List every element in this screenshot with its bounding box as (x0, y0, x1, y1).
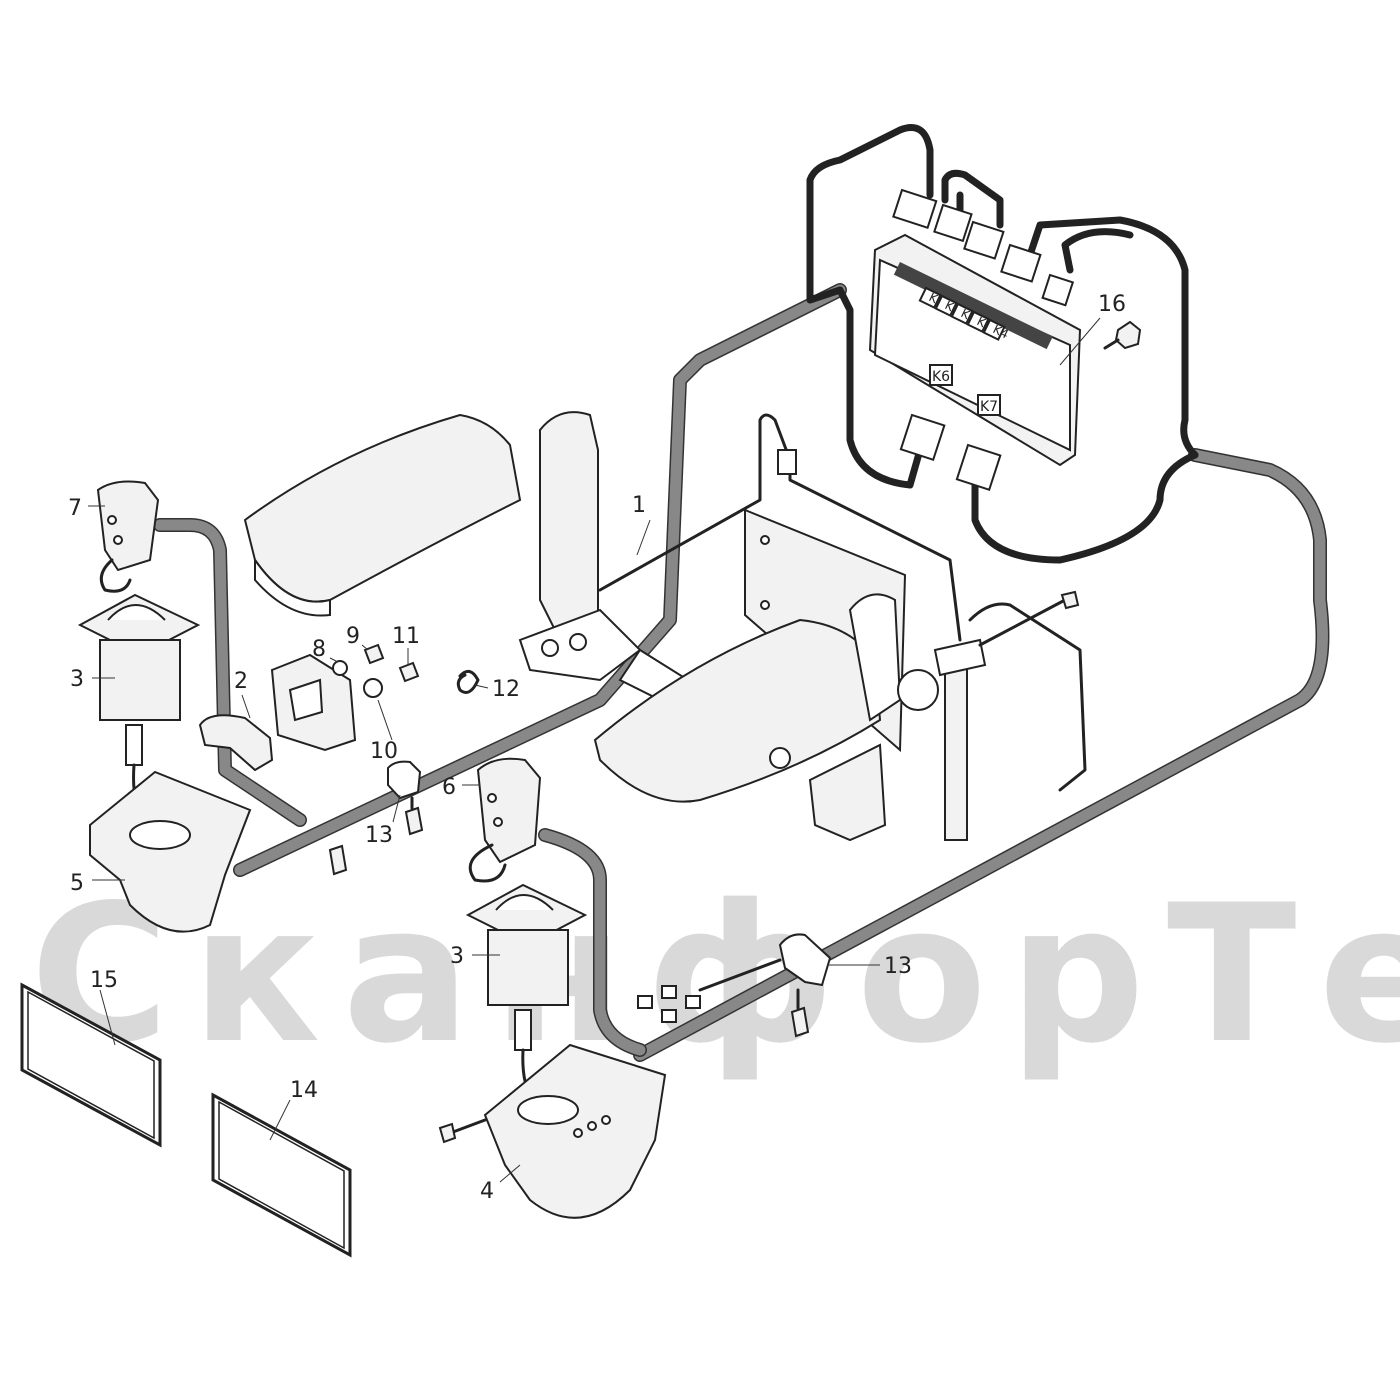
connector (1000, 243, 1042, 283)
callout-5: 5 (70, 871, 84, 896)
label-k6: K6 (932, 369, 950, 385)
watermark-text: СканфорТек (30, 864, 1400, 1085)
label-k7: K7 (980, 399, 998, 415)
connector (777, 449, 797, 475)
label-k4: K4 (991, 322, 1011, 341)
callout-2: 2 (234, 669, 248, 694)
leader-lines (88, 317, 1101, 1183)
callout-12: 12 (492, 677, 520, 702)
bolt-16 (1103, 320, 1142, 350)
connector (955, 443, 1002, 492)
grey-harness (153, 283, 1330, 1062)
callout-7: 7 (68, 496, 82, 521)
callout-10: 10 (370, 739, 398, 764)
label-plates (20, 982, 352, 1258)
connector (933, 203, 973, 243)
control-module: K1 K2 K3 K5 K4 K6 K7 (777, 188, 1082, 492)
callout-15: 15 (90, 968, 118, 993)
callout-14: 14 (290, 1078, 318, 1103)
armrest-right (593, 508, 939, 842)
callout-9: 9 (346, 624, 360, 649)
callout-4: 4 (480, 1179, 494, 1204)
callout-11: 11 (392, 624, 420, 649)
mounting-tube (933, 590, 1080, 841)
small-parts (198, 643, 832, 1038)
callout-16: 16 (1098, 292, 1126, 317)
callout-1: 1 (632, 493, 646, 518)
connector (892, 188, 938, 230)
module-slot-labels: K1 K2 K3 K5 K4 K6 K7 (918, 286, 1011, 416)
callout-labels: 1 2 3 3 4 5 6 7 8 9 10 11 12 13 13 14 15… (68, 292, 1126, 1204)
joystick-right (438, 757, 667, 1219)
callout-8: 8 (312, 637, 326, 662)
callout-13a: 13 (365, 823, 393, 848)
connector (963, 220, 1005, 260)
joystick-left (77, 480, 252, 933)
callout-3a: 3 (70, 667, 84, 692)
connector (1041, 273, 1075, 307)
connector (899, 413, 946, 462)
callout-6: 6 (442, 775, 456, 800)
callout-3b: 3 (450, 944, 464, 969)
callout-13b: 13 (884, 954, 912, 979)
